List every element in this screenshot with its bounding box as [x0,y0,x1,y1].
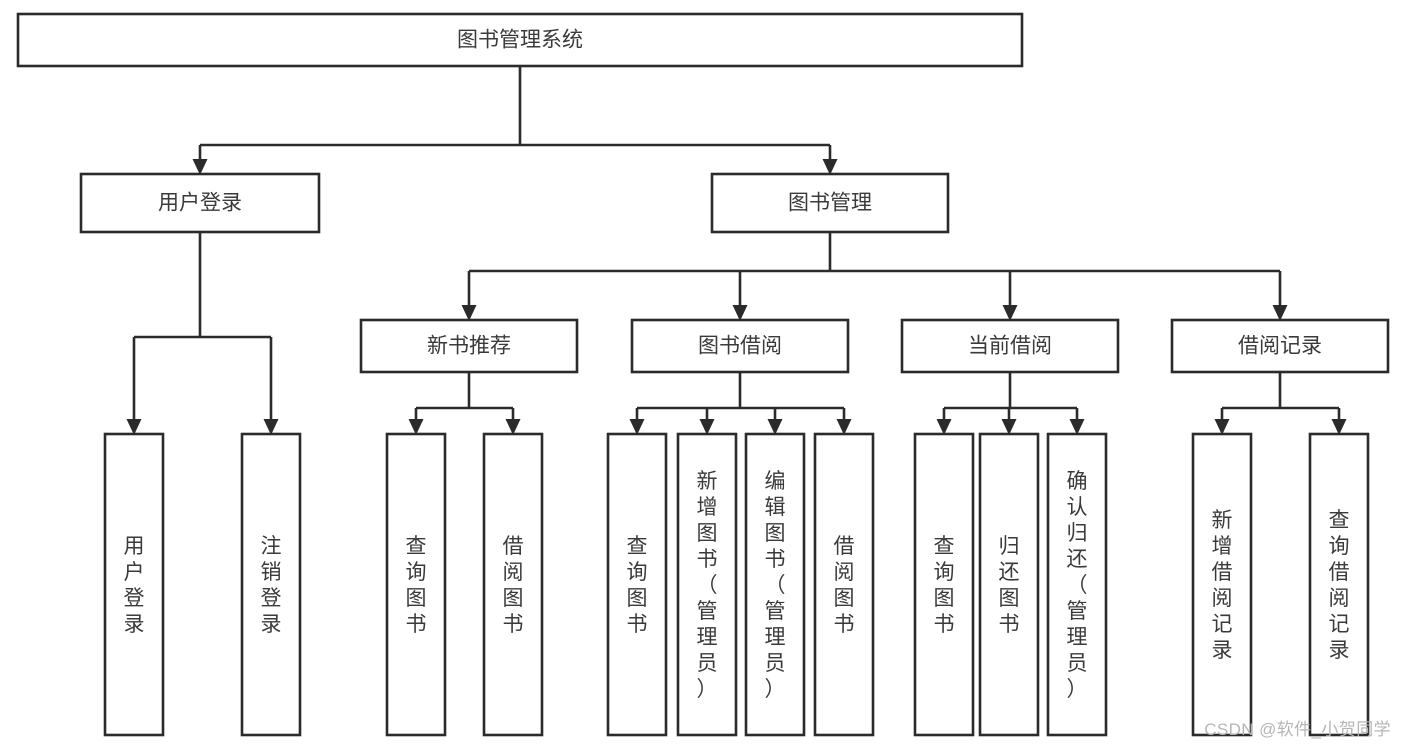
node-leaf-add-book[interactable]: 新增图书（管理员） [676,432,738,737]
connector-layer [126,66,1347,435]
node-leaf-query-book-recommend[interactable]: 查询图书 [385,432,447,737]
node-label-current-borrow: 当前借阅 [968,335,1052,358]
node-label-leaf-logout: 注销登录 [261,535,282,636]
node-label-leaf-edit-book: 编辑图书（管理员） [765,470,786,701]
node-leaf-confirm-return[interactable]: 确认归还（管理员） [1046,432,1108,737]
node-label-user-login: 用户登录 [158,192,242,215]
node-label-leaf-query-book-recommend: 查询图书 [406,535,427,636]
node-box-leaf-confirm-return[interactable] [1046,432,1108,737]
node-box-leaf-logout[interactable] [240,432,302,737]
arrow-head-icon [732,305,748,321]
node-box-book-borrow[interactable] [630,318,850,374]
node-leaf-return-book[interactable]: 归还图书 [978,432,1040,737]
arrow-head-icon [263,419,279,435]
node-label-leaf-query-borrow-record: 查询借阅记录 [1329,509,1350,662]
node-leaf-edit-book[interactable]: 编辑图书（管理员） [744,432,806,737]
arrow-head-icon [1001,419,1017,435]
node-label-new-book-recommend: 新书推荐 [427,335,511,358]
node-box-user-login[interactable] [79,172,321,234]
arrow-head-icon [1331,419,1347,435]
node-box-root[interactable] [16,12,1024,68]
arrow-head-icon [767,419,783,435]
node-label-leaf-query-book-current: 查询图书 [934,535,955,636]
arrow-head-icon [1214,419,1230,435]
node-label-root: 图书管理系统 [457,29,583,52]
node-book-borrow[interactable]: 图书借阅 [630,318,850,374]
node-label-leaf-return-book: 归还图书 [999,535,1020,636]
node-root[interactable]: 图书管理系统 [16,12,1024,68]
node-leaf-query-book-current[interactable]: 查询图书 [913,432,975,737]
arrow-head-icon [461,305,477,321]
node-label-book-manage: 图书管理 [788,192,872,215]
node-label-leaf-add-book: 新增图书（管理员） [697,470,718,701]
node-box-leaf-query-book-current[interactable] [913,432,975,737]
node-leaf-borrow-book[interactable]: 借阅图书 [813,432,875,737]
arrow-head-icon [822,159,838,175]
node-label-leaf-user-login: 用户登录 [124,535,145,636]
arrow-head-icon [505,419,521,435]
node-leaf-query-book-borrow[interactable]: 查询图书 [606,432,668,737]
node-box-leaf-edit-book[interactable] [744,432,806,737]
node-box-leaf-user-login[interactable] [103,432,165,737]
node-leaf-user-login[interactable]: 用户登录 [103,432,165,737]
node-label-leaf-add-borrow-record: 新增借阅记录 [1212,509,1233,662]
node-box-leaf-query-book-recommend[interactable] [385,432,447,737]
arrow-head-icon [1272,305,1288,321]
node-leaf-logout[interactable]: 注销登录 [240,432,302,737]
node-current-borrow[interactable]: 当前借阅 [900,318,1120,374]
arrow-head-icon [408,419,424,435]
node-box-leaf-add-book[interactable] [676,432,738,737]
node-box-leaf-query-borrow-record[interactable] [1308,432,1370,737]
node-book-manage[interactable]: 图书管理 [710,172,950,234]
node-box-leaf-borrow-book-recommend[interactable] [482,432,544,737]
node-layer: 图书管理系统用户登录图书管理新书推荐图书借阅当前借阅借阅记录用户登录注销登录查询… [16,12,1390,737]
node-borrow-record[interactable]: 借阅记录 [1170,318,1390,374]
node-box-book-manage[interactable] [710,172,950,234]
arrow-head-icon [699,419,715,435]
arrow-head-icon [1002,305,1018,321]
node-box-leaf-return-book[interactable] [978,432,1040,737]
arrow-head-icon [936,419,952,435]
node-label-book-borrow: 图书借阅 [698,335,782,358]
node-label-leaf-confirm-return: 确认归还（管理员） [1067,470,1088,701]
arrow-head-icon [192,159,208,175]
node-leaf-borrow-book-recommend[interactable]: 借阅图书 [482,432,544,737]
node-box-new-book-recommend[interactable] [359,318,579,374]
arrow-head-icon [126,419,142,435]
node-label-leaf-borrow-book-recommend: 借阅图书 [503,535,524,636]
node-label-borrow-record: 借阅记录 [1238,335,1322,358]
arrow-head-icon [836,419,852,435]
node-leaf-query-borrow-record[interactable]: 查询借阅记录 [1308,432,1370,737]
node-box-leaf-query-book-borrow[interactable] [606,432,668,737]
node-box-leaf-add-borrow-record[interactable] [1191,432,1253,737]
node-leaf-add-borrow-record[interactable]: 新增借阅记录 [1191,432,1253,737]
arrow-head-icon [1069,419,1085,435]
arrow-head-icon [629,419,645,435]
node-box-leaf-borrow-book[interactable] [813,432,875,737]
node-label-leaf-borrow-book: 借阅图书 [834,535,855,636]
node-new-book-recommend[interactable]: 新书推荐 [359,318,579,374]
node-label-leaf-query-book-borrow: 查询图书 [627,535,648,636]
node-box-borrow-record[interactable] [1170,318,1390,374]
node-user-login[interactable]: 用户登录 [79,172,321,234]
node-box-current-borrow[interactable] [900,318,1120,374]
csdn-watermark: CSDN @软件_小贺同学 [1204,720,1391,739]
